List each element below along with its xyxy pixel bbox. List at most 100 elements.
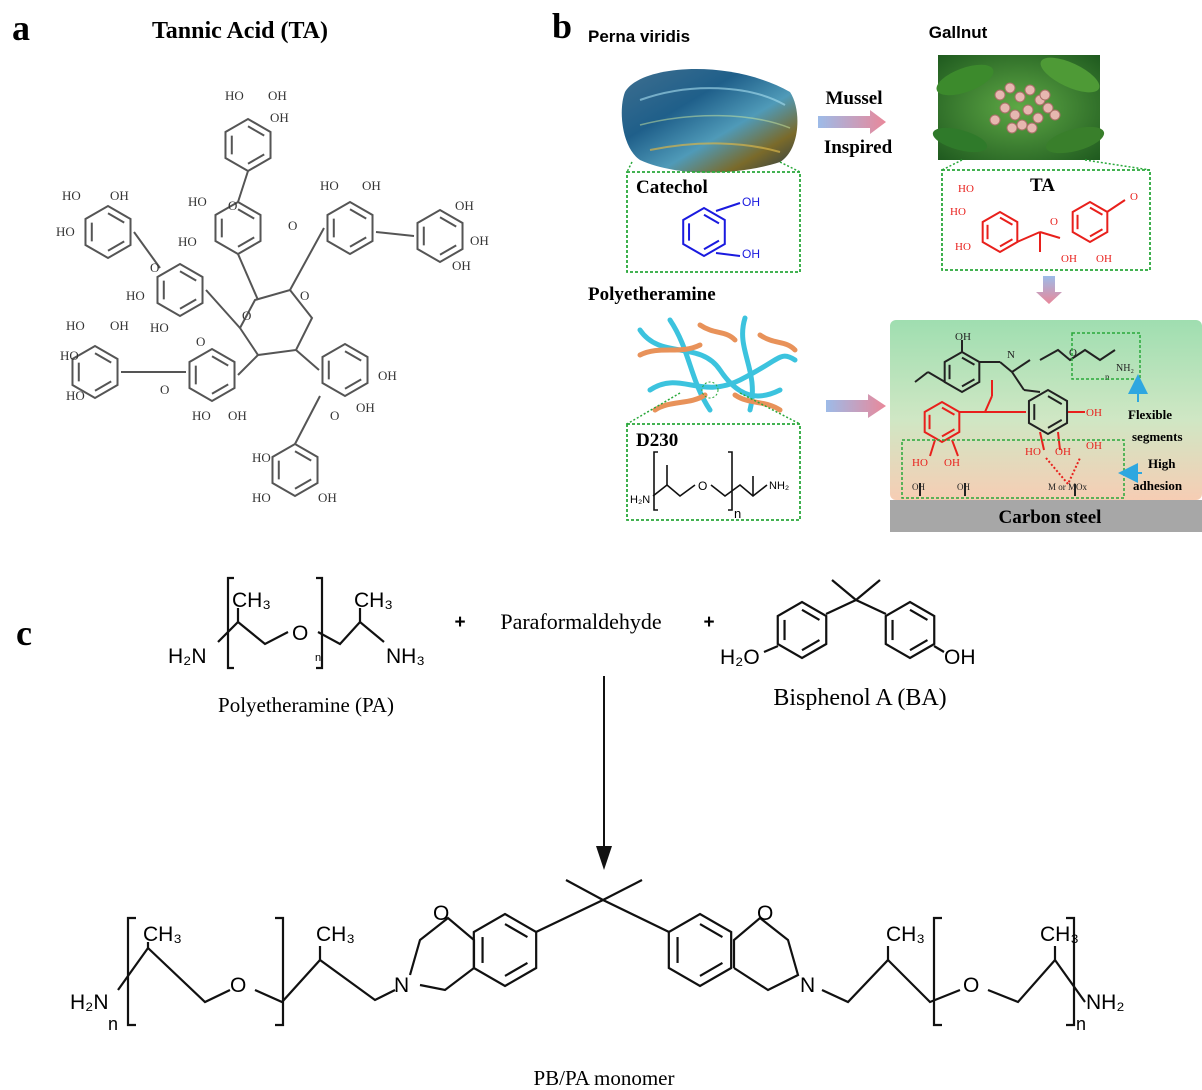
- ta-ester-bond: [133, 231, 161, 269]
- pa-reactant-structure: [217, 576, 385, 670]
- gall-berry: [1032, 112, 1044, 124]
- bond: [535, 899, 604, 933]
- ta-small-ho: HO: [950, 206, 966, 218]
- gall-berry: [989, 114, 1001, 126]
- ta-small-ester-o: O: [1050, 216, 1058, 228]
- ta-small-oh: OH: [1096, 253, 1112, 265]
- pa-ch3-1: CH₃: [232, 589, 271, 612]
- ester-oxygen-label: O: [196, 334, 205, 349]
- ring-double-bond: [941, 428, 955, 438]
- bracket: [1066, 916, 1076, 1027]
- gall-berry: [999, 102, 1011, 114]
- ring-double-bond: [504, 962, 528, 977]
- prod-ch3-2: CH₃: [316, 923, 355, 946]
- catechol-box: [626, 171, 801, 273]
- ta-small-ho: HO: [955, 241, 971, 253]
- bond: [855, 599, 887, 615]
- ta-small-bond: [1106, 199, 1126, 213]
- oxazine-ring-right: [732, 916, 800, 992]
- red-ho-label: HO: [912, 457, 928, 469]
- oxazine-ring-left: [408, 916, 476, 992]
- ta-small-bond: [1016, 231, 1041, 243]
- ring-double-bond: [294, 450, 312, 462]
- bond: [933, 645, 945, 653]
- mussel-inspired-arrow: [818, 110, 886, 134]
- ta-aryl-ring: [71, 344, 119, 400]
- red-oh-label: OH: [1055, 446, 1071, 458]
- black-fragment: [914, 340, 1116, 496]
- ta-small-ho: HO: [958, 183, 974, 195]
- gall-berry: [1022, 104, 1034, 116]
- ba-ring-2: [884, 600, 936, 660]
- ester-oxygen-label: O: [330, 408, 339, 423]
- ba-h2o: H₂O: [720, 646, 760, 669]
- bond: [927, 371, 946, 383]
- hydroxyl-label: OH: [110, 318, 129, 333]
- pa-o: O: [292, 622, 308, 645]
- paraformaldehyde-label: Paraformaldehyde: [500, 609, 661, 634]
- bond: [1011, 359, 1031, 373]
- hydroxyl-label: OH: [362, 178, 381, 193]
- bond: [1023, 389, 1041, 393]
- ring-double-bond: [909, 639, 929, 652]
- bond: [929, 439, 936, 457]
- hydroxyl-label-left: HO: [252, 490, 271, 505]
- ta-ester-bond: [237, 354, 259, 376]
- red-oh-label: OH: [1086, 440, 1102, 452]
- bond: [1057, 431, 1061, 451]
- ring-double-bond: [941, 406, 955, 416]
- bond: [984, 395, 993, 413]
- red-ho-label: HO: [1025, 446, 1041, 458]
- panel-b-letter: b: [552, 6, 572, 46]
- gallnut-image: [932, 55, 1105, 160]
- ta-aryl-ring: [84, 204, 132, 260]
- d230-structure: [652, 451, 768, 511]
- catechol-oh-bond: [715, 252, 741, 257]
- flexible-line2: segments: [1132, 429, 1183, 444]
- hydroxyl-label-left: HO: [188, 194, 207, 209]
- hydroxyl-label: OH: [110, 188, 129, 203]
- polymer-chain: [637, 342, 703, 358]
- right-arrow: [826, 394, 886, 418]
- catechol-ring: [682, 206, 726, 258]
- ta-ester-bond: [205, 289, 241, 329]
- ring-double-bond: [349, 208, 367, 220]
- bond: [914, 371, 929, 383]
- prod-ch3-1: CH₃: [143, 923, 182, 946]
- ta-ester-bond: [294, 395, 321, 445]
- peg-backbone-right: [987, 958, 1086, 1004]
- prod-ch3-3: CH₃: [886, 923, 925, 946]
- hydroxyl-label: OH: [270, 110, 289, 125]
- catechol-structure: [682, 202, 741, 258]
- ring-double-bond: [349, 236, 367, 248]
- ta-ester-bond: [289, 227, 325, 291]
- n-label: N: [1007, 349, 1015, 361]
- alkyl-chain-left: [254, 958, 396, 1004]
- hydroxyl-label-left: HO: [320, 178, 339, 193]
- gall-berry: [1009, 109, 1021, 121]
- prod-n-sub-2: n: [1076, 1014, 1086, 1034]
- coordination-lines: [1045, 457, 1081, 486]
- black-ring-2: [1027, 388, 1069, 436]
- mussel-arrow-line2: Inspired: [824, 137, 893, 158]
- prod-o-1: O: [230, 974, 246, 997]
- ta-small-o: O: [1130, 191, 1138, 203]
- hydroxyl-label-left: HO: [62, 188, 81, 203]
- d230-label: D230: [636, 430, 678, 451]
- ring-double-bond: [1047, 419, 1063, 429]
- ba-oh: OH: [944, 646, 976, 669]
- plus-1: +: [454, 612, 465, 633]
- adhesion-structure: [914, 340, 1116, 496]
- prod-n-atom-2: N: [800, 974, 815, 997]
- oh-label: OH: [955, 331, 971, 343]
- prod-h2n: H₂N: [70, 991, 108, 1014]
- pa-nh3: NH₃: [386, 645, 425, 668]
- catechol-oh-2: OH: [742, 247, 760, 261]
- bond: [602, 879, 643, 901]
- gallnut-label: Gallnut: [929, 23, 988, 42]
- hydroxyl-label-left: HO: [56, 224, 75, 239]
- metal-label: M or MOx: [1048, 482, 1088, 492]
- bracket: [126, 916, 136, 1027]
- ring-double-bond: [237, 208, 255, 220]
